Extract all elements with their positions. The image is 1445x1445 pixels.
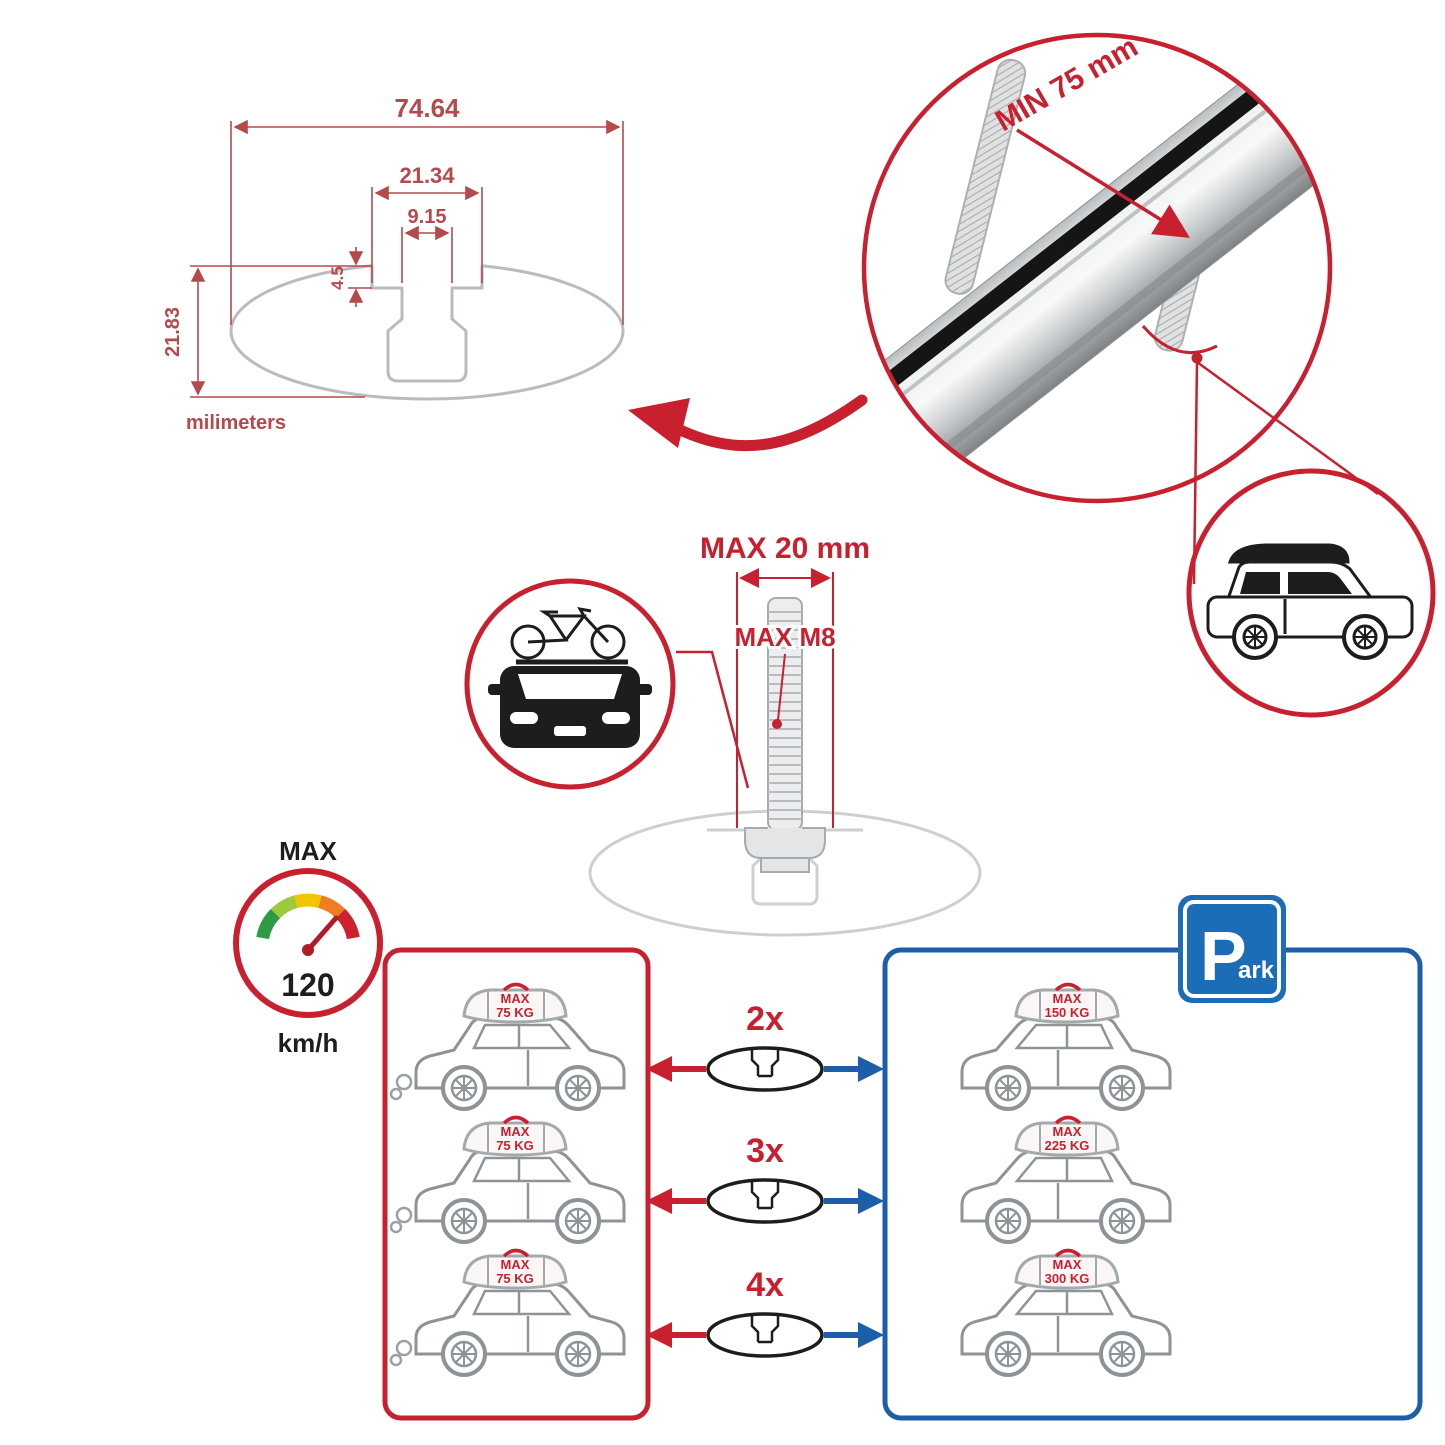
park-suffix: ark: [1238, 957, 1275, 984]
clamp-point-dot: [1191, 352, 1203, 364]
rear-wheel: [1342, 614, 1388, 660]
right-mirror: [636, 684, 652, 695]
dimension-total-height: 21.83: [162, 307, 184, 357]
suv-illustration: [416, 1151, 624, 1242]
speed-unit: km/h: [278, 1028, 339, 1058]
right-car-1: MAX 150 KG: [962, 982, 1170, 1110]
left-car-2: MAX 75 KG: [389, 1115, 624, 1243]
dimension-step-depth: 4.5: [328, 266, 347, 290]
min-clearance-arrow: [1016, 128, 1190, 238]
bolt-max-thread-label: MAX M8: [734, 622, 835, 652]
left-car-1: MAX 75 KG: [389, 982, 624, 1110]
left-car-3: MAX 75 KG: [389, 1248, 624, 1376]
exhaust-smoke: [389, 1339, 413, 1367]
roof-box: [1227, 543, 1350, 564]
crossbar-slot-icon: [706, 1178, 824, 1224]
t-bolt: [744, 597, 826, 873]
cargo-weight-label: 300 KG: [1045, 1271, 1090, 1286]
dimension-slot-width: 9.15: [408, 206, 447, 228]
left-mirror: [488, 684, 504, 695]
detail-circle-border: [861, 32, 1333, 504]
park-sign: P ark: [1178, 895, 1286, 1003]
suv-illustration: [416, 1284, 624, 1375]
cross-section-diagram: 74.64 21.34 9.15 4.5 21.83 milimeters: [162, 93, 625, 434]
thread-point-dot: [772, 719, 782, 729]
left-headlight: [510, 712, 538, 724]
exhaust-smoke: [389, 1206, 413, 1234]
cargo-weight-label: 75 KG: [496, 1005, 534, 1020]
multiplier-row-3: 4x: [646, 1266, 884, 1358]
multiplier-row-1: 2x: [646, 1000, 884, 1092]
cargo-max-label: MAX: [1053, 991, 1082, 1006]
multiplier-label: 3x: [746, 1132, 784, 1170]
front-wheel: [1232, 614, 1278, 660]
dimension-lines: [190, 119, 624, 398]
bike-illustration: [510, 606, 626, 660]
rear-window: [1288, 572, 1352, 594]
suv-illustration: [416, 1018, 624, 1109]
multiplier-label: 2x: [746, 1000, 784, 1038]
t-slot-channel: [370, 266, 484, 383]
cargo-weight-label: 75 KG: [496, 1138, 534, 1153]
cargo-max-label: MAX: [501, 991, 530, 1006]
speedometer-needle: [305, 915, 339, 953]
cargo-weight-label: 225 KG: [1045, 1138, 1090, 1153]
u-bolt-left-rod: [944, 58, 1027, 295]
clamp-curve: [1141, 325, 1218, 355]
suv-illustration: [962, 1151, 1170, 1242]
speedometer-circle: [233, 868, 383, 1018]
cargo-weight-label: 150 KG: [1045, 1005, 1090, 1020]
bike-car-circle: [464, 578, 676, 790]
dimension-total-width: 74.64: [394, 93, 460, 123]
speed-max-label: MAX: [279, 838, 337, 866]
units-label: milimeters: [186, 412, 286, 434]
needle-hub: [302, 944, 314, 956]
crossbar-detail-circle: MIN 75 mm: [861, 32, 1333, 504]
park-letter: P: [1200, 917, 1247, 995]
blue-arrowhead: [858, 1056, 884, 1082]
speed-limit-badge: MAX 120 km/h: [233, 838, 383, 1058]
load-panels: MAX 120 km/h P ark MAX 75 KG MAX 75 KG: [233, 838, 1423, 1421]
front-window: [1240, 572, 1280, 594]
blue-arrowhead: [858, 1188, 884, 1214]
exhaust-smoke: [389, 1073, 413, 1101]
cargo-max-label: MAX: [1053, 1257, 1082, 1272]
multiplier-row-2: 3x: [646, 1132, 884, 1224]
cargo-max-label: MAX: [1053, 1124, 1082, 1139]
suv-illustration: [962, 1284, 1170, 1375]
bolt-max-length-label: MAX 20 mm: [700, 532, 870, 565]
crossbar-slot-icon: [706, 1046, 824, 1092]
parking-panel-border: [882, 947, 1423, 1421]
suv-roofbox-illustration: [1206, 543, 1414, 660]
red-arrowhead: [646, 1056, 672, 1082]
suv-roofbox-circle: [1186, 468, 1436, 718]
driving-panel-border: [382, 947, 651, 1421]
blue-arrowhead: [858, 1322, 884, 1348]
suv-illustration: [962, 1018, 1170, 1109]
crossbar-slot-icon: [706, 1312, 824, 1358]
speed-value: 120: [281, 967, 334, 1003]
speedometer-gauge: [256, 893, 360, 940]
multiplier-label: 4x: [746, 1266, 784, 1304]
license-plate: [554, 726, 586, 736]
cargo-max-label: MAX: [501, 1124, 530, 1139]
red-arrowhead: [646, 1322, 672, 1348]
right-car-2: MAX 225 KG: [962, 1115, 1170, 1243]
cargo-weight-label: 75 KG: [496, 1271, 534, 1286]
car-front-illustration: [488, 666, 652, 748]
cargo-max-label: MAX: [501, 1257, 530, 1272]
right-headlight: [602, 712, 630, 724]
right-car-3: MAX 300 KG: [962, 1248, 1170, 1376]
red-arrowhead: [646, 1188, 672, 1214]
dimension-boss-width: 21.34: [399, 163, 455, 188]
windshield: [518, 674, 622, 699]
